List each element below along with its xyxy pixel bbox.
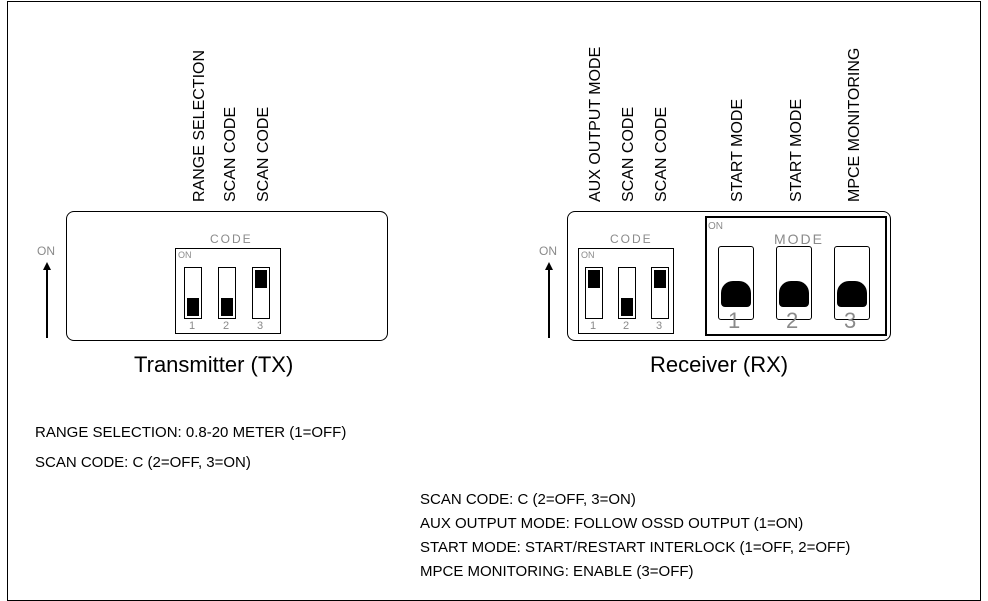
tx-on-arrow-shaft	[46, 268, 48, 338]
rx-mode-knob-2	[779, 281, 809, 307]
tx-switch-number-2: 2	[223, 320, 230, 332]
rx-label-scan-code-2: SCAN CODE	[620, 106, 637, 202]
rx-mode-switch-2[interactable]	[776, 246, 812, 320]
tx-switch-number-3: 3	[257, 320, 264, 332]
tx-label-scan-code-3: SCAN CODE	[255, 106, 272, 202]
rx-mode-block: ON MODE 1 2 3	[705, 216, 887, 336]
tx-dip-switch-1[interactable]	[184, 267, 202, 319]
tx-note-range-selection: RANGE SELECTION: 0.8-20 METER (1=OFF)	[35, 424, 347, 441]
rx-dip-switch-1[interactable]	[585, 267, 603, 319]
tx-label-scan-code-2: SCAN CODE	[222, 106, 239, 202]
tx-code-block: ON 1 2 3	[175, 248, 281, 334]
rx-code-number-2: 2	[623, 320, 630, 332]
tx-on-small-label: ON	[178, 250, 192, 260]
tx-dip-knob-3	[255, 270, 267, 288]
rx-mode-switch-1[interactable]	[718, 246, 754, 320]
rx-caption: Receiver (RX)	[650, 352, 789, 377]
rx-on-mode-label: ON	[708, 221, 723, 232]
rx-dip-switch-2[interactable]	[618, 267, 636, 319]
tx-body: CODE ON 1 2 3	[66, 211, 388, 341]
rx-dip-knob-3	[654, 270, 666, 288]
rx-label-scan-code-3: SCAN CODE	[653, 106, 670, 202]
rx-note-scan-code: SCAN CODE: C (2=OFF, 3=ON)	[420, 491, 636, 508]
rx-dip-knob-2	[621, 298, 633, 316]
rx-mode-title: MODE	[774, 231, 824, 247]
rx-label-aux-output-mode: AUX OUTPUT MODE	[587, 46, 604, 202]
rx-label-start-mode-2: START MODE	[788, 98, 805, 202]
tx-switch-number-1: 1	[189, 320, 196, 332]
rx-note-mpce-monitoring: MPCE MONITORING: ENABLE (3=OFF)	[420, 563, 694, 580]
rx-mode-knob-3	[837, 281, 867, 307]
rx-dip-knob-1	[588, 270, 600, 288]
rx-code-number-1: 1	[590, 320, 597, 332]
rx-on-arrow-shaft	[548, 268, 550, 338]
tx-caption: Transmitter (TX)	[134, 352, 294, 377]
rx-code-title: CODE	[610, 232, 653, 246]
rx-mode-number-3: 3	[844, 308, 857, 333]
tx-note-scan-code: SCAN CODE: C (2=OFF, 3=ON)	[35, 454, 251, 471]
tx-on-side-label: ON	[37, 244, 55, 258]
tx-dip-switch-3[interactable]	[252, 267, 270, 319]
rx-on-small-label: ON	[581, 250, 595, 260]
rx-note-start-mode: START MODE: START/RESTART INTERLOCK (1=O…	[420, 539, 851, 556]
rx-mode-switch-3[interactable]	[834, 246, 870, 320]
tx-label-range-selection: RANGE SELECTION	[191, 49, 208, 202]
rx-mode-number-1: 1	[728, 308, 741, 333]
rx-on-arrow-head	[545, 262, 553, 270]
rx-label-start-mode-1: START MODE	[729, 98, 746, 202]
tx-code-title: CODE	[210, 232, 253, 246]
rx-note-aux-output: AUX OUTPUT MODE: FOLLOW OSSD OUTPUT (1=O…	[420, 515, 804, 532]
rx-dip-switch-3[interactable]	[651, 267, 669, 319]
tx-dip-switch-2[interactable]	[218, 267, 236, 319]
rx-body: CODE ON 1 2 3 ON MODE 1 2 3	[567, 211, 891, 341]
rx-mode-number-2: 2	[786, 308, 799, 333]
rx-code-block: ON 1 2 3	[578, 248, 674, 334]
rx-code-number-3: 3	[656, 320, 663, 332]
tx-on-arrow-head	[43, 262, 51, 270]
tx-dip-knob-1	[187, 298, 199, 316]
rx-label-mpce-monitoring: MPCE MONITORING	[846, 47, 863, 202]
rx-mode-knob-1	[721, 281, 751, 307]
rx-on-side-label: ON	[539, 244, 557, 258]
tx-dip-knob-2	[221, 298, 233, 316]
